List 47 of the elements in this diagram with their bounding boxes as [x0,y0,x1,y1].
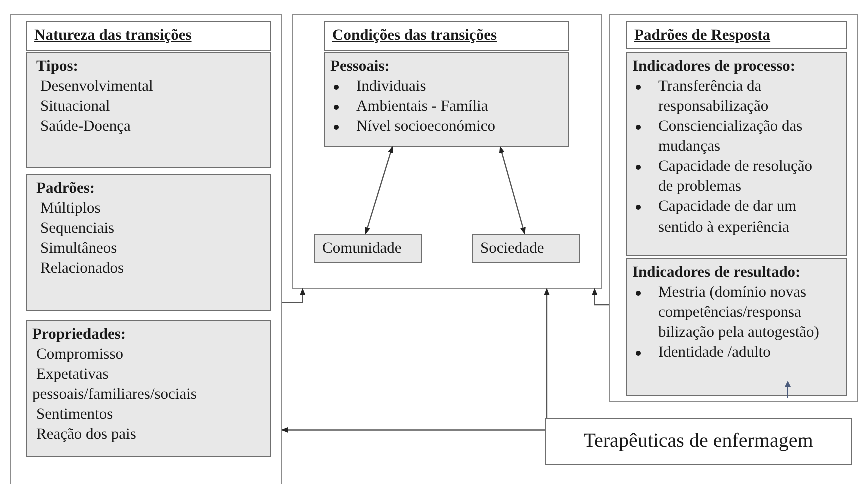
list-item: Identidade /adulto [658,344,771,362]
list-item: Mestria (domínio novas competências/responsa bilização pela autogestão) [658,284,820,341]
section-title: Condições das transições [324,20,568,50]
info-box [626,258,846,396]
arrow [365,146,394,235]
group-panel [292,14,602,289]
label-box: Sociedade [472,234,580,262]
box-heading: Tipos: [36,56,80,76]
list-item: Transferência da responsabilização [658,78,769,115]
arrow [499,146,526,235]
list-item: Nível socioeconómico [356,118,496,135]
list-item: Relacionados [40,260,124,278]
info-box [26,174,270,310]
label-box: Comunidade [314,234,422,262]
list-item: Reação dos pais [36,426,136,444]
arrow [592,288,609,306]
list-item: Sequenciais [40,220,115,237]
list-item: Múltiplos [40,200,101,217]
info-box [626,52,846,256]
list-item: Individuais [356,78,426,95]
list-item: Consciencialização das mudanças [658,118,803,156]
box-heading: Indicadores de processo: [632,56,797,76]
list-item: Situacional [40,98,110,115]
list-item: Saúde-Doença [40,118,131,135]
list-item: Capacidade de resolução de problemas [658,158,813,196]
section-title: Padrões de Resposta [626,20,846,48]
arrow [281,427,545,434]
list-item: Compromisso [36,346,124,363]
list-item: Simultâneos [40,240,118,257]
list-item: Expetativas pessoais/familiares/sociais [32,366,197,403]
group-panel [609,14,858,402]
list-item: Capacidade de dar um sentido à experiência [658,198,797,236]
list-item: Ambientais - Família [356,98,488,115]
arrow [544,288,550,418]
box-heading: Propriedades: [32,324,128,344]
info-box [26,52,270,168]
box-heading: Pessoais: [330,56,391,76]
therapy-box: Terapêuticas de enfermagem [545,418,852,465]
list-item: Desenvolvimental [40,78,154,95]
box-heading: Indicadores de resultado: [632,262,802,282]
group-panel [10,14,282,484]
arrow [282,288,306,304]
list-item: Sentimentos [36,406,114,424]
section-title: Natureza das transições [26,20,270,50]
box-heading: Padrões: [36,178,96,198]
info-box [324,52,568,146]
info-box [26,320,270,456]
